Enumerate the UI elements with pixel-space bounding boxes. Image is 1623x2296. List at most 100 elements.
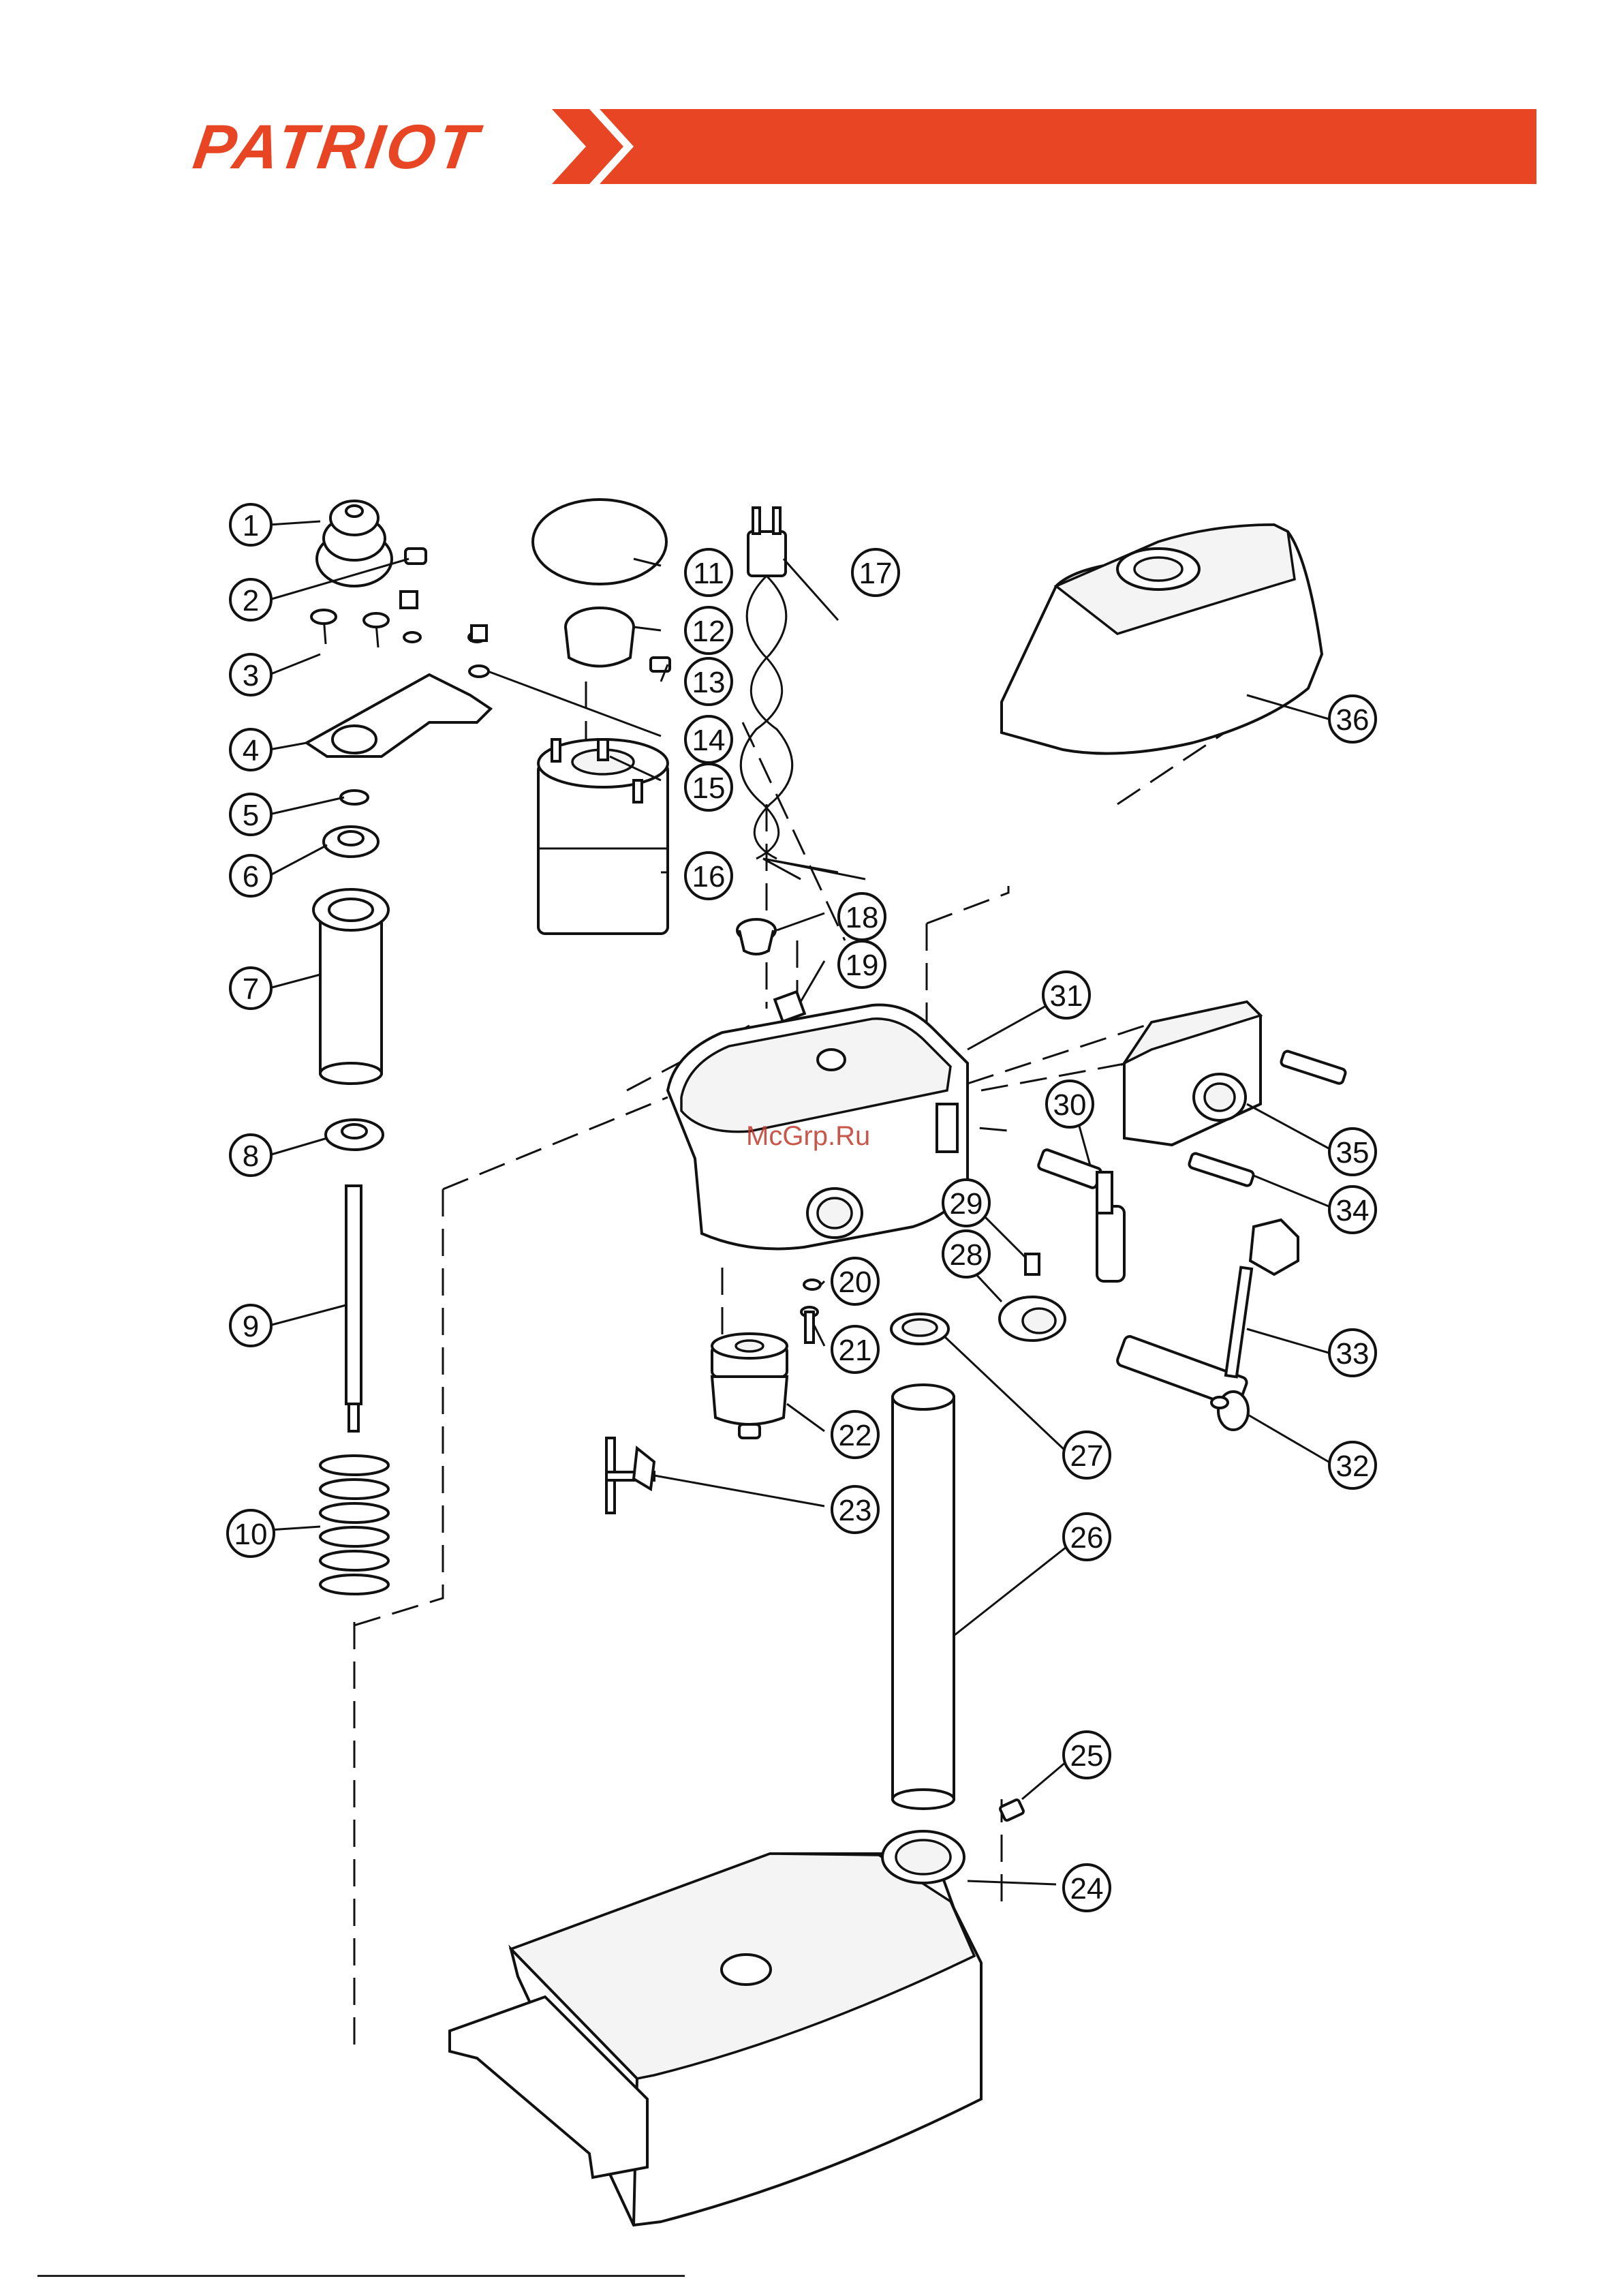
- callout-2: 2: [230, 579, 271, 620]
- part-motor: [538, 739, 668, 934]
- part-set-screw: [1000, 1799, 1024, 1822]
- callout-31: 31: [1043, 972, 1089, 1018]
- part-pulley: [317, 501, 426, 586]
- callout-25: 25: [1064, 1732, 1110, 1778]
- callout-label: 10: [234, 1518, 268, 1551]
- part-lever: [1226, 1220, 1298, 1377]
- part-column: [893, 1385, 954, 1809]
- callout-5: 5: [230, 794, 271, 835]
- callout-22: 22: [832, 1411, 878, 1458]
- callout-30: 30: [1047, 1081, 1093, 1127]
- callout-label: 1: [243, 509, 259, 542]
- part-power-cord: [741, 508, 865, 879]
- callout-label: 29: [950, 1187, 983, 1221]
- callout-14: 14: [685, 716, 732, 763]
- callout-label: 26: [1070, 1521, 1104, 1555]
- callout-label: 34: [1336, 1194, 1370, 1227]
- part-bearing-bottom: [326, 1120, 383, 1150]
- callout-34: 34: [1329, 1187, 1376, 1233]
- callout-label: 28: [950, 1238, 983, 1272]
- callout-label: 15: [692, 771, 726, 805]
- callout-label: 25: [1070, 1739, 1104, 1773]
- callout-17: 17: [852, 549, 899, 596]
- callout-3: 3: [230, 654, 271, 695]
- callout-26: 26: [1064, 1514, 1110, 1560]
- callout-label: 9: [243, 1310, 259, 1343]
- part-belt-cover: [1002, 525, 1322, 754]
- callout-28: 28: [943, 1231, 989, 1277]
- callout-label: 2: [243, 584, 259, 617]
- part-quill: [313, 889, 388, 1084]
- callout-label: 32: [1336, 1450, 1370, 1483]
- callout-10: 10: [228, 1510, 274, 1557]
- part-feed-handle: [1038, 1149, 1124, 1281]
- callout-19: 19: [839, 941, 885, 988]
- callout-33: 33: [1329, 1330, 1376, 1376]
- part-strain-relief: [737, 919, 805, 1022]
- callout-label: 33: [1336, 1337, 1370, 1371]
- callout-label: 35: [1336, 1136, 1370, 1169]
- callout-label: 20: [839, 1266, 872, 1299]
- callout-label: 11: [693, 557, 724, 590]
- callout-label: 19: [846, 949, 879, 982]
- callout-18: 18: [839, 893, 885, 940]
- callout-21: 21: [832, 1326, 878, 1373]
- part-spindle: [346, 1186, 361, 1431]
- callout-13: 13: [685, 658, 732, 705]
- callout-label: 7: [243, 973, 259, 1006]
- part-base: [450, 1831, 981, 2225]
- watermark: McGrp.Ru: [746, 1121, 870, 1151]
- part-spring: [320, 1456, 388, 1594]
- callout-label: 12: [692, 615, 726, 648]
- callout-27: 27: [1064, 1432, 1110, 1478]
- callout-15: 15: [685, 764, 732, 810]
- part-drill-chuck: [712, 1334, 787, 1438]
- callout-label: 21: [839, 1334, 872, 1367]
- part-nut-washer: [469, 626, 489, 677]
- callout-20: 20: [832, 1258, 878, 1304]
- callout-label: 6: [243, 860, 259, 893]
- part-chuck-key: [606, 1438, 654, 1513]
- callout-label: 4: [243, 734, 259, 767]
- callout-label: 24: [1070, 1872, 1104, 1905]
- callout-36: 36: [1329, 696, 1376, 742]
- callout-6: 6: [230, 855, 271, 896]
- callout-label: 36: [1336, 703, 1370, 737]
- part-switch-box: [1124, 1002, 1346, 1187]
- callout-label: 5: [243, 799, 259, 832]
- part-collar: [1000, 1254, 1065, 1341]
- callout-label: 23: [839, 1494, 872, 1527]
- callout-label: 17: [859, 557, 893, 590]
- part-mount-plate: [307, 592, 491, 756]
- callout-label: 27: [1070, 1439, 1104, 1473]
- callout-label: 22: [839, 1419, 872, 1452]
- callout-label: 30: [1053, 1088, 1087, 1122]
- callout-label: 14: [692, 724, 726, 757]
- callout-12: 12: [685, 607, 732, 654]
- callout-32: 32: [1329, 1442, 1376, 1488]
- callout-24: 24: [1064, 1865, 1110, 1911]
- callout-label: 8: [243, 1139, 259, 1173]
- footer-divider: [37, 2275, 685, 2277]
- callout-1: 1: [230, 504, 271, 545]
- callout-35: 35: [1329, 1129, 1376, 1175]
- callout-16: 16: [685, 853, 732, 899]
- callout-4: 4: [230, 729, 271, 770]
- callout-23: 23: [832, 1486, 878, 1533]
- callout-label: 18: [846, 901, 879, 934]
- part-belt: [533, 500, 666, 584]
- callout-29: 29: [943, 1180, 989, 1226]
- callout-label: 13: [692, 666, 726, 699]
- callout-7: 7: [230, 968, 271, 1009]
- callout-label: 31: [1050, 979, 1083, 1013]
- part-column-cap: [891, 1314, 948, 1344]
- callout-11: 11: [685, 549, 732, 596]
- callout-8: 8: [230, 1135, 271, 1176]
- callout-9: 9: [230, 1305, 271, 1346]
- assembly-lines: [354, 682, 1240, 2045]
- callout-label: 16: [692, 860, 726, 893]
- part-motor-pulley: [566, 608, 670, 671]
- callout-label: 3: [243, 659, 259, 692]
